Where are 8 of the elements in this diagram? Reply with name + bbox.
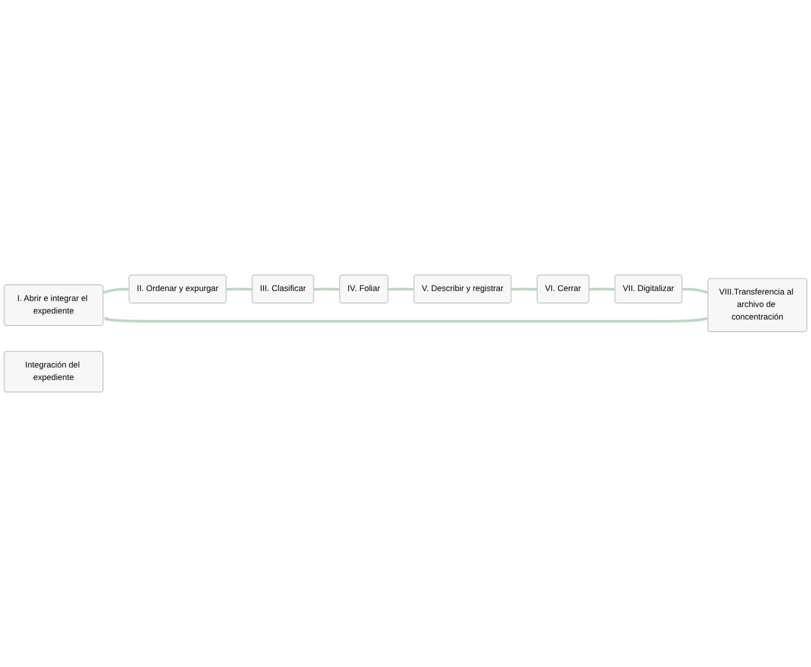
connector xyxy=(682,288,709,294)
connector xyxy=(314,288,340,291)
connector xyxy=(511,288,538,291)
connector xyxy=(388,288,414,291)
arrow xyxy=(103,316,708,323)
connector xyxy=(102,288,130,294)
connector xyxy=(589,288,616,291)
connector xyxy=(226,288,252,291)
